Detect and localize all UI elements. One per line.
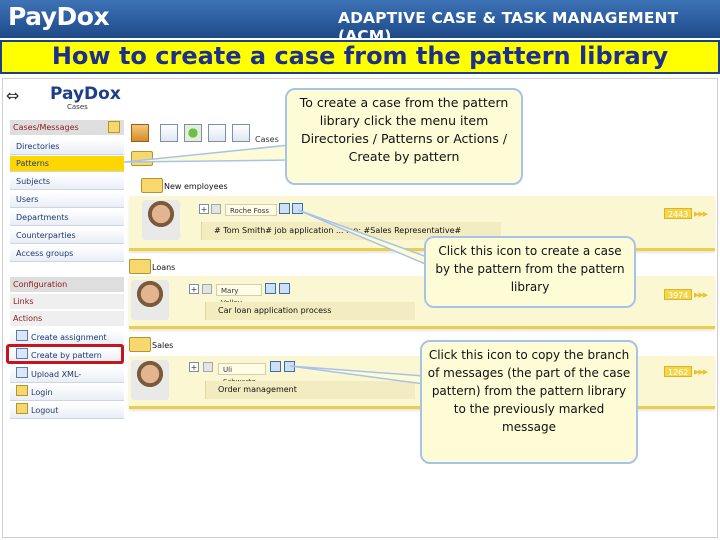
sidebar-item-access-groups[interactable]: Access groups [10, 246, 124, 262]
create-by-pattern-icon[interactable] [270, 361, 281, 372]
group-label[interactable]: New employees [164, 182, 228, 191]
pattern-icon [16, 348, 28, 359]
case-title[interactable]: Car loan application process [205, 302, 415, 320]
sidebar-item-subjects[interactable]: Subjects [10, 174, 124, 190]
logout-icon [16, 403, 28, 414]
sidebar-item-counterparties[interactable]: Counterparties [10, 228, 124, 244]
assignment-icon [16, 330, 28, 341]
case-number: 1262 [664, 366, 693, 377]
folder-icon [141, 178, 163, 193]
title-bar [0, 40, 720, 74]
expand-arrows-icon[interactable]: ▶▶▶ [694, 291, 708, 299]
callout-pointer [123, 144, 293, 163]
toolbar-cases-label: Cases [255, 135, 279, 144]
login-icon [16, 385, 28, 396]
expand-arrows-icon[interactable]: ▶▶▶ [694, 368, 708, 376]
avatar [131, 360, 169, 400]
copy-branch-icon[interactable] [292, 203, 303, 214]
sidebar-item-logout[interactable]: Logout [10, 403, 124, 419]
app-logo-subtitle: Cases [67, 103, 88, 111]
collapse-sidebar-icon[interactable]: ⇔ [6, 86, 20, 105]
create-by-pattern-highlight [6, 344, 124, 364]
callout-copy-branch-icon: Click this icon to copy the branch of me… [420, 340, 638, 464]
user-card-icon[interactable] [208, 124, 226, 142]
sidebar-item-directories[interactable]: Directories [10, 139, 124, 155]
help-icon[interactable] [232, 124, 250, 142]
expand-icon[interactable]: + [189, 284, 199, 294]
create-by-pattern-icon[interactable] [279, 203, 290, 214]
avatar [142, 200, 180, 240]
expand-icon[interactable]: + [199, 204, 209, 214]
sidebar-item-patterns[interactable]: Patterns [10, 156, 124, 172]
copy-branch-icon[interactable] [279, 283, 290, 294]
callout-pointer [289, 365, 425, 385]
sidebar-item-label: Create assignment [31, 333, 107, 342]
sidebar-item-label: Login [31, 388, 53, 397]
upload-icon [16, 367, 28, 378]
collapse-icon[interactable] [202, 284, 212, 294]
sidebar-item-label: Logout [31, 406, 59, 415]
sidebar-section-actions[interactable]: Actions [10, 311, 124, 326]
refresh-icon[interactable] [184, 124, 202, 142]
avatar [131, 280, 169, 320]
callout-create-by-pattern-icon: Click this icon to create a case by the … [424, 236, 636, 308]
expand-arrows-icon[interactable]: ▶▶▶ [694, 210, 708, 218]
sidebar-item-login[interactable]: Login [10, 385, 124, 401]
collapse-icon[interactable] [211, 204, 221, 214]
user-name: Roche Foss [225, 204, 277, 216]
case-title[interactable]: Order management [205, 381, 415, 399]
slide-title: How to create a case from the pattern li… [51, 42, 669, 70]
sidebar-item-departments[interactable]: Departments [10, 210, 124, 226]
sidebar-item-users[interactable]: Users [10, 192, 124, 208]
callout-create-from-library: To create a case from the pattern librar… [285, 88, 523, 185]
sidebar-item-label: Create by pattern [31, 351, 102, 360]
sidebar-section-links[interactable]: Links [10, 294, 124, 309]
sidebar-section-configuration[interactable]: Configuration [10, 277, 124, 292]
sidebar-section-cases[interactable]: Cases/Messages [10, 120, 124, 135]
folder-icon [108, 121, 120, 133]
presentation-header [0, 0, 720, 38]
group-label[interactable]: Loans [152, 263, 176, 272]
case-number: 2443 [664, 208, 693, 219]
grid-view-icon[interactable] [160, 124, 178, 142]
create-by-pattern-icon[interactable] [265, 283, 276, 294]
expand-icon[interactable]: + [189, 362, 199, 372]
folder-icon [129, 337, 151, 352]
callout-pointer [297, 209, 431, 268]
group-label[interactable]: Sales [152, 341, 174, 350]
app-logo: PayDox [50, 84, 121, 104]
case-number: 3974 [664, 289, 693, 300]
briefcase-icon[interactable] [131, 124, 149, 142]
header-logo: PayDox [8, 2, 110, 31]
folder-icon [129, 259, 151, 274]
collapse-icon[interactable] [203, 362, 213, 372]
